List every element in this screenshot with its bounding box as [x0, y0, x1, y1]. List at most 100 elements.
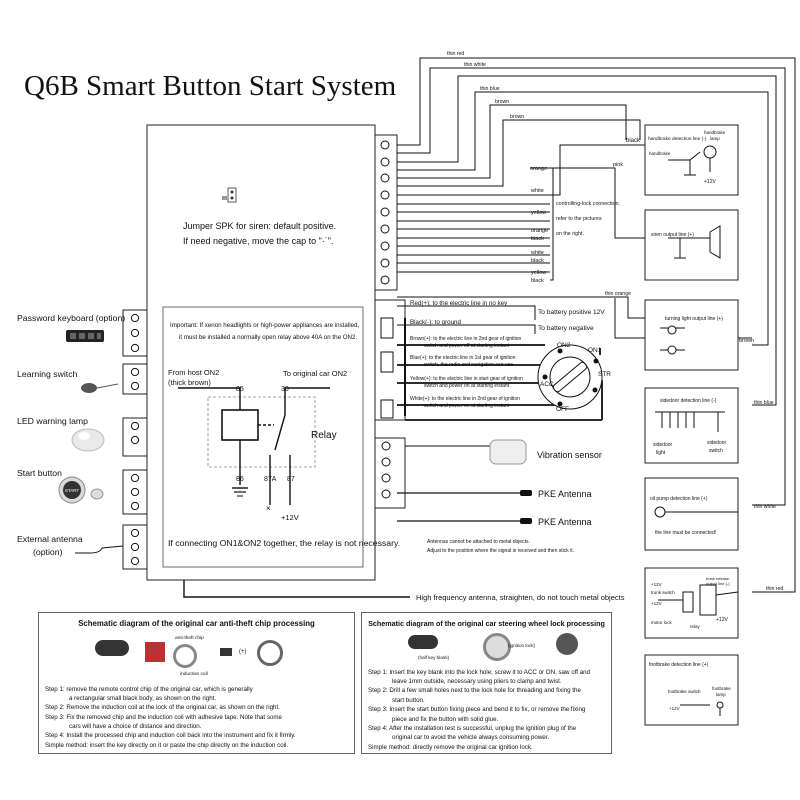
steering-lock-title: Schematic diagram of the original car st…: [368, 619, 605, 628]
jumper-note-2: If need negative, move the cap to "·˙".: [183, 236, 333, 246]
lock-note-3: on the right.: [556, 231, 584, 237]
jumper-note-1: Jumper SPK for siren: default positive.: [183, 221, 336, 231]
wire-brown-side: brown: [739, 338, 754, 344]
step-text: start button.: [392, 696, 425, 704]
ignition-lock-label: (ignition lock): [508, 642, 536, 648]
coil-label: induction coil: [180, 671, 208, 677]
sidedoor-switch-label-2: switch: [709, 448, 723, 454]
jumper-spk: [222, 187, 237, 203]
led-lamp-icon: [71, 428, 105, 452]
step-text: original car to avoid the vehicle always…: [392, 734, 550, 742]
wire-thin-orange: thin orange: [605, 291, 631, 297]
wire-pink: pink: [613, 162, 623, 168]
anti-theft-chip-title: Schematic diagram of the original car an…: [78, 619, 315, 628]
lock-note-2: refer to the pictures: [556, 216, 602, 222]
relay-connect-note: If connecting ON1&ON2 together, the rela…: [168, 538, 400, 548]
step-text: Simple method: insert the key directly o…: [45, 741, 289, 749]
wire-thin-blue-side: thin blue: [754, 400, 774, 406]
oil-pump-box: [644, 477, 739, 551]
handbrake-box: [644, 124, 739, 196]
wire-black: black: [626, 138, 641, 144]
relay-pin-30: 30: [281, 386, 289, 393]
pke-antenna-1-label: PKE Antenna: [538, 489, 592, 499]
trunk-motor-lock: motor lock: [651, 620, 673, 625]
wire-thin-white-top: thin white: [464, 62, 486, 68]
hf-antenna-label: High frequency antenna, straighten, do n…: [416, 593, 625, 602]
wire-label-yellow-black-1: yellow: [531, 270, 546, 276]
sidedoor-light-label-2: light: [656, 450, 666, 456]
relay-dashed-area: [207, 396, 316, 468]
step-text: Step 1: Insert the key blank into the lo…: [368, 668, 591, 676]
sidedoor-light-label-1: sidedoor: [653, 442, 673, 448]
siren-box: [644, 209, 739, 281]
ignition-connectors: [374, 299, 406, 509]
svg-text:START: START: [65, 488, 80, 493]
step-text: Step 4: Install the processed chip and i…: [45, 732, 296, 740]
footbrake-lamp-label-2: lamp: [716, 692, 726, 697]
wire-brown-top-2: brown: [510, 114, 524, 120]
device-start-button: Start button: [17, 468, 62, 478]
handbrake-line-label: handbrake detection line (-): [648, 136, 707, 142]
important-note-2: it must be installed a normally open rel…: [179, 334, 357, 341]
relay-pin-85: 85: [236, 386, 244, 393]
turning-light-box: [644, 299, 739, 371]
step-text: piece and fix the button with solid glue…: [392, 715, 499, 723]
ignition-yellow-1: Yellow(+): to the electric line in start…: [410, 376, 523, 382]
step-text: Step 3: Insert the start button fixing p…: [368, 706, 586, 714]
relay-pin-87: 87: [287, 476, 295, 483]
device-password-keyboard: Password keyboard (option): [17, 313, 125, 323]
top-connector-column: [374, 134, 398, 291]
learning-switch-icon: [81, 383, 119, 393]
step-text: Step 1: remove the remote control chip o…: [45, 685, 253, 693]
device-external-antenna-option: (option): [33, 547, 63, 557]
footbrake-12v: +12V: [669, 706, 680, 711]
trunk-plus12-c: +12V: [716, 617, 728, 623]
wire-label-yellow: yellow: [531, 210, 546, 216]
trunk-relay: relay: [690, 624, 701, 629]
wire-label-orange: orange: [530, 166, 547, 172]
relay-from-host: From host ON2: [168, 368, 219, 377]
wire-label-yellow-black-2: black: [531, 278, 544, 284]
ignition-blue-2: switch, the radio and navigation can use: [424, 362, 513, 368]
wire-label-white-black-2: black: [531, 258, 544, 264]
ignition-lock-icon: [483, 632, 511, 661]
handbrake-12v: +12V: [704, 179, 716, 185]
vibration-sensor-icon: [405, 439, 527, 465]
footbrake-switch-label: footbrake switch: [668, 689, 701, 694]
ignition-blue-1: Blue(+): to the electric line in 1st gea…: [410, 355, 516, 361]
sidedoor-line-label: sidedoor detection line (-): [660, 398, 717, 404]
ignition-acc: ACC: [540, 381, 554, 388]
hand-key-icon: [408, 634, 438, 649]
trunk-box: [644, 567, 739, 639]
ignition-brown-2: switch and power off at starting instant: [424, 343, 510, 349]
turning-light-label: turning light output line (+): [665, 316, 723, 322]
page-title: Q6B Smart Button Start System: [24, 70, 397, 102]
step-text: a rectangular small black body, as shown…: [69, 694, 217, 702]
sidedoor-switch-label-1: sidedoor: [707, 440, 727, 446]
step-text: Step 3: Fix the removed chip and the ind…: [45, 713, 282, 721]
chip-icon: [145, 641, 165, 662]
ignition-black-1: Black(-): to ground: [410, 319, 461, 326]
wire-label-white-black-1: white: [530, 250, 544, 256]
wire-label-orange-black-2: black: [531, 236, 544, 242]
ignition-on2: ON2: [557, 342, 571, 349]
coil-icon: [173, 643, 197, 668]
relay-thick-brown: (thick brown): [168, 378, 211, 387]
oil-pump-label: oil pump detection line (+): [650, 496, 708, 502]
device-learning-switch: Learning switch: [17, 369, 78, 379]
trunk-plus12-b: +12V: [651, 601, 662, 606]
ignition-white-2: switch and power on at starting instant: [424, 403, 510, 409]
anti-theft-chip-pictures: anti-theft chip induction coil (+): [45, 634, 348, 686]
footbrake-box: [644, 654, 739, 726]
ignition-yellow-2: switch and power on at starting instant: [424, 383, 510, 389]
trunk-release-2: output line (-): [706, 581, 730, 586]
relay-coil: [221, 409, 259, 441]
wire-thin-red-top: thin red: [447, 51, 464, 57]
wire-label-orange-black-1: orange: [531, 228, 548, 234]
footbrake-line-label: footbrake detection line (+): [649, 662, 709, 668]
trunk-release-1: trunk release: [706, 576, 730, 581]
ignition-red-1: Red(+): to the electric line in no key: [410, 300, 508, 307]
start-button-icon: START: [58, 476, 104, 504]
relay-box: [162, 306, 364, 568]
ignition-off: OFF: [556, 406, 569, 413]
